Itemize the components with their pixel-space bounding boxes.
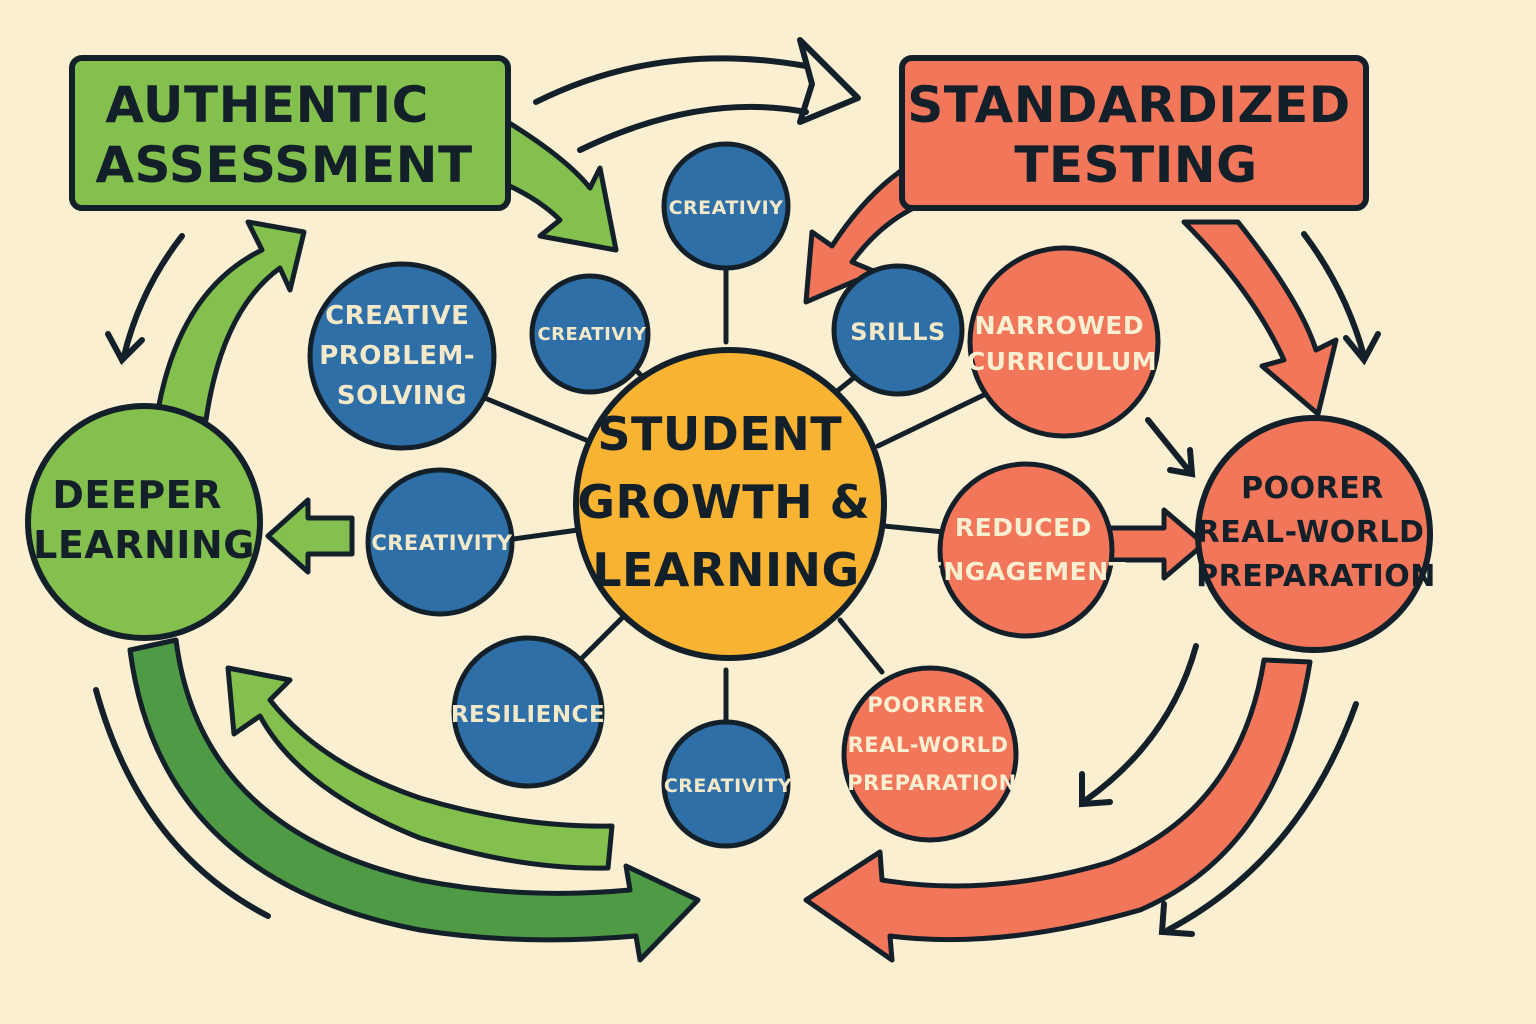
authentic-assessment-title: AUTHENTIC ASSESSMENT [69,55,511,211]
poorer-preparation-line-3: PREPARATION [1196,559,1436,594]
deeper-learning-node: DEEPER LEARNING [25,403,263,641]
deeper-learning-line-2: LEARNING [33,523,255,567]
standardized-title-box [899,55,1369,211]
poorer-preparation-line-2: REAL-WORLD [1197,515,1425,550]
center-node: STUDENT GROWTH & LEARNING [573,347,887,661]
node-upper-left-circle [529,273,651,395]
deeper-learning-circle [25,403,263,641]
standardized-title-line-1: STANDARDIZED [907,76,1351,134]
node-creative-problem-label: CREATIVE PROBLEM- SOLVING [319,301,485,411]
node-narrowed-line-1: NARROWED [975,311,1144,340]
node-creative-problem-line-2: PROBLEM- [319,341,475,371]
node-top-label: CREATIVIY [669,197,784,219]
right-thin-arrow-mid [1145,417,1193,475]
poorer-preparation-line-1: POORER [1241,471,1384,506]
poorer-preparation-label: POORER REAL-WORLD PREPARATION [1196,471,1436,594]
node-poorer-small-line-3: PREPARATION [847,771,1016,795]
green-arrow-bottom-outer [127,637,701,963]
right-thin-arrowhead-bottom-2 [1158,901,1195,937]
green-arrow-up-to-authentic [155,219,307,423]
connector-left [503,527,581,543]
node-bottom-label: CREATIVITY [664,775,792,797]
node-creative-problem-circle [307,261,497,451]
connector-reduced [881,523,947,535]
center-node-line-2: GROWTH & [577,475,870,529]
top-curve-arrow [533,55,809,105]
authentic-title-line-2: ASSESSMENT [95,136,472,194]
right-thin-arrowhead-top [1343,331,1381,366]
center-node-label: STUDENT GROWTH & LEARNING [577,407,887,597]
node-left-label: CREATIVITY [371,531,513,555]
node-reduced-circle [937,461,1115,639]
left-thin-arc-bottom [93,687,271,919]
node-creative-problem-line-3: SOLVING [337,381,467,411]
node-poorer-small-line-2: REAL-WORLD [848,733,1009,757]
node-resilience-circle [451,635,605,789]
right-thin-arrow-top [1301,231,1367,359]
connector-narrowed [875,389,993,449]
node-skills-circle [831,263,965,397]
center-node-line-1: STUDENT [597,407,842,461]
authentic-title-line-1: AUTHENTIC [105,76,429,134]
deeper-learning-line-1: DEEPER [52,473,222,517]
green-arrow-bottom-inner [225,665,615,871]
center-node-circle [573,347,887,661]
deeper-learning-label: DEEPER LEARNING [33,473,255,567]
right-thin-arc-bottom-2 [1165,701,1359,933]
connector-creative-problem [477,393,589,443]
right-thin-arc-bottom-1 [1083,643,1199,803]
connector-resilience [577,613,627,663]
node-resilience-label: RESILIENCE [451,702,605,728]
poorer-preparation-circle [1195,415,1433,653]
blue-nodes: CREATIVIY CREATIVIY CREATIVE PROBLEM- SO… [307,141,965,849]
node-bottom-circle [661,719,791,849]
right-thin-arrowhead-bottom-1 [1079,771,1113,808]
node-reduced-line-2: ENGAGEMENT [926,557,1126,586]
right-thin-arrowhead-mid [1167,447,1196,478]
standardized-title-text: STANDARDIZED TESTING [907,76,1368,194]
connector-poorer-small [837,617,885,675]
node-narrowed-circle [967,245,1161,439]
authentic-title-text: AUTHENTIC ASSESSMENT [95,76,472,194]
thin-arrows [93,37,1381,937]
node-reduced-line-1: REDUCED [955,513,1092,542]
standardized-title-line-2: TESTING [1014,136,1257,194]
node-reduced-label: REDUCED ENGAGEMENT [926,513,1126,586]
node-poorer-small-line-1: POORRER [867,693,984,717]
red-nodes: NARROWED CURRICULUM REDUCED ENGAGEMENT P… [841,245,1161,843]
top-curve-arrowhead [797,37,861,125]
left-thin-arrowhead-top [105,331,145,365]
authentic-title-box [69,55,511,211]
node-skills-label: SRILLS [850,318,946,346]
red-arrow-bottom-curve [803,657,1313,963]
red-arrow-down-right [1181,219,1339,417]
node-upper-left-label: CREATIVIY [537,324,647,345]
node-left-circle [365,467,515,617]
green-arrows [127,97,701,963]
node-narrowed-label: NARROWED CURRICULUM [967,311,1157,376]
node-narrowed-line-2: CURRICULUM [967,347,1157,376]
center-node-line-3: LEARNING [592,543,860,597]
node-creative-problem-line-1: CREATIVE [325,301,469,331]
poorer-preparation-node: POORER REAL-WORLD PREPARATION [1195,415,1436,653]
node-top-circle [661,141,791,271]
node-poorer-small-label: POORRER REAL-WORLD PREPARATION [847,693,1016,795]
top-curve-arrow-2 [577,103,809,153]
standardized-testing-title: STANDARDIZED TESTING [899,55,1369,211]
node-poorer-small-circle [841,665,1019,843]
green-arrow-to-deeper [265,497,355,575]
connector-lines [477,265,993,727]
left-thin-arrow-top [121,233,185,359]
